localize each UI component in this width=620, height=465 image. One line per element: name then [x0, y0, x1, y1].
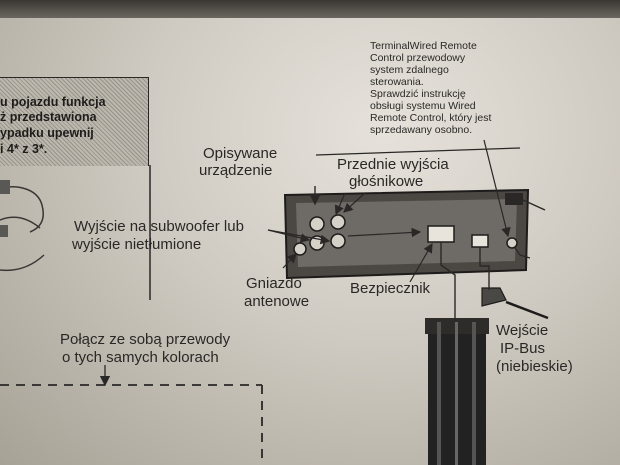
ground-wire: [522, 199, 546, 211]
harness-stripe-3: [472, 322, 476, 465]
note-line-3: ypadku upewnij: [0, 126, 94, 140]
remote-note-7: Remote Control, który jest: [370, 112, 492, 124]
ip-bus-label-1: Wejście: [496, 322, 549, 339]
antenna-jack: [293, 242, 307, 256]
fuse-connector: [427, 225, 455, 243]
leader-device-top: [315, 147, 521, 156]
connector-2: [0, 225, 8, 237]
connect-wires-label-1: Połącz ze sobą przewody: [60, 331, 231, 348]
antenna-label-1: Gniazdo: [246, 275, 302, 292]
subwoofer-label-1: Wyjście na subwoofer lub: [74, 218, 244, 235]
note-line-2: ż przedstawiona: [0, 110, 97, 124]
wire-remote: [514, 247, 531, 259]
remote-note-3: system zdalnego: [370, 64, 449, 76]
remote-note-1: TerminalWired Remote: [370, 40, 477, 52]
leader-front-1: [334, 192, 346, 216]
remote-note-6: obsługi systemu Wired: [370, 100, 476, 112]
rca-jack-sub-right: [330, 233, 346, 249]
fuse-label: Bezpiecznik: [350, 280, 431, 297]
leader-sub-2: [267, 229, 331, 245]
remote-note-4: sterowania.: [370, 76, 424, 88]
hatched-note-box: [0, 77, 149, 166]
connect-wires-label-2: o tych samych kolorach: [62, 349, 219, 366]
leader-front-2: [343, 192, 366, 213]
remote-note-8: sprzedawany osobno.: [370, 124, 473, 136]
front-outputs-label-2: głośnikowe: [349, 173, 424, 190]
leader-antenna: [282, 253, 297, 269]
leader-remote: [483, 139, 511, 238]
note-line-1: u pojazdu funkcja: [0, 95, 106, 109]
described-device-label-1: Opisywane: [203, 145, 278, 162]
ground-tab: [505, 193, 523, 205]
harness-stripe-1: [437, 322, 441, 465]
ip-bus-socket: [471, 234, 489, 248]
cable-curve-2: [0, 216, 41, 229]
ip-bus-label-3: (niebieskie): [496, 358, 573, 375]
remote-jack: [506, 237, 518, 249]
rca-jack-front-right: [330, 214, 346, 230]
leader-fuse: [409, 242, 433, 283]
wire-fuse-harness: [440, 242, 456, 322]
leader-output-wire: [347, 227, 422, 238]
cable-curve-3: [0, 254, 45, 272]
top-shadow-band: [0, 0, 620, 18]
ip-bus-plug: [481, 287, 507, 307]
front-outputs-label-1: Przednie wyjścia: [337, 156, 449, 173]
antenna-label-2: antenowe: [244, 293, 310, 310]
remote-note-5: Sprawdzić instrukcję: [370, 88, 466, 100]
ip-bus-label-2: IP-Bus: [500, 340, 546, 357]
remote-note-2: Control przewodowy: [370, 52, 466, 64]
connector-1: [0, 180, 10, 194]
described-device-label-2: urządzenie: [199, 162, 273, 179]
cable-curve-1: [0, 186, 44, 233]
subwoofer-label-2: wyjście nietłumione: [72, 236, 202, 253]
note-line-4: i 4* z 3*.: [0, 142, 48, 156]
ip-bus-cable: [505, 300, 549, 320]
harness-stripe-2: [455, 322, 458, 465]
rca-jack-front-left: [309, 216, 325, 232]
wire-ip-bus: [479, 247, 490, 290]
